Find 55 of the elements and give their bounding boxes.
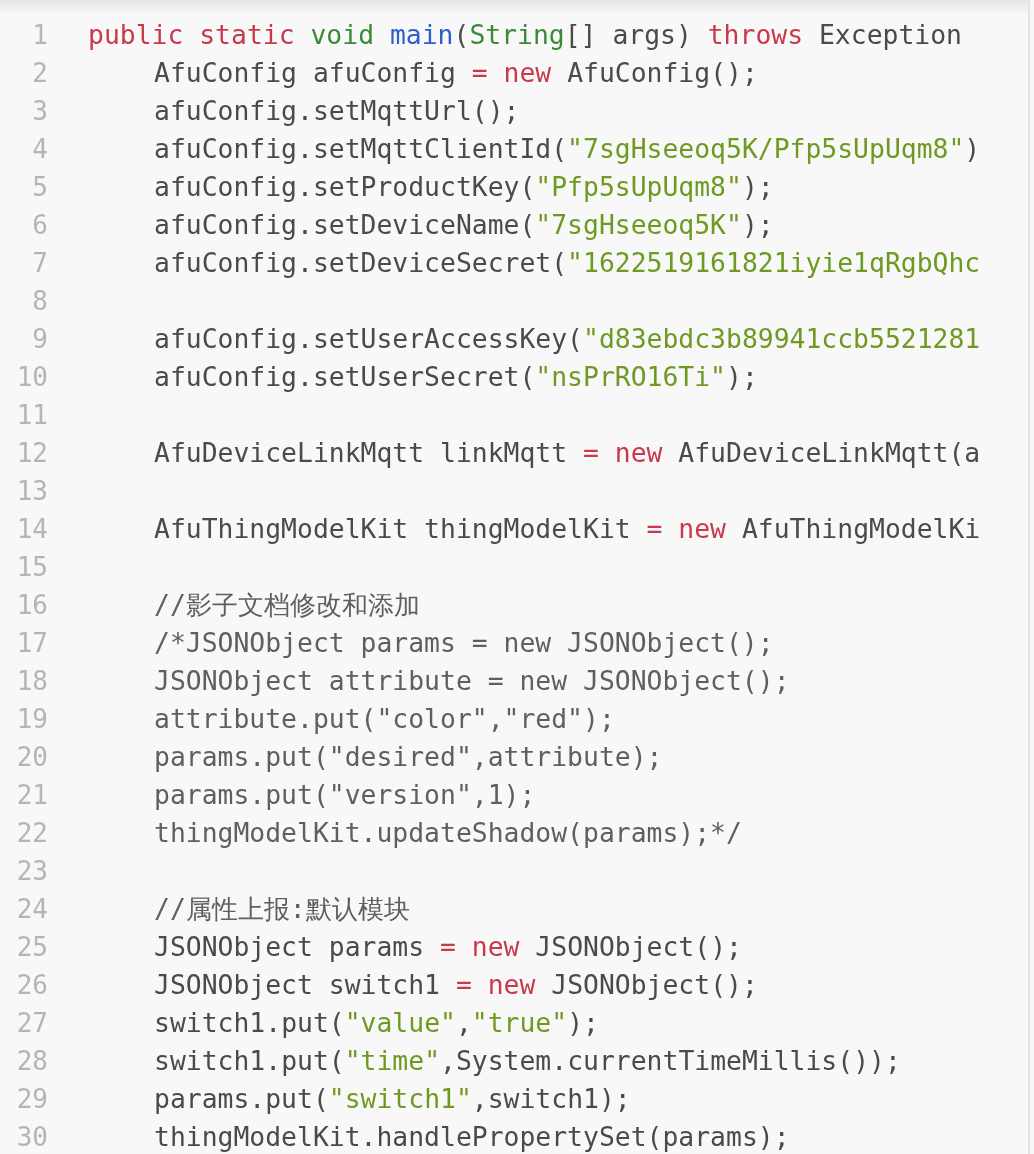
- code-line: thingModelKit.updateShadow(params);*/: [154, 816, 742, 850]
- code-line: afuConfig.setDeviceName("7sgHseeoq5K");: [154, 208, 774, 242]
- line-number: 14: [15, 513, 48, 546]
- line-number: 20: [15, 741, 48, 774]
- line-number: 8: [31, 285, 48, 318]
- line-number: 28: [15, 1045, 48, 1078]
- line-number: 1: [31, 19, 48, 52]
- line-number: 4: [31, 133, 48, 166]
- code-line: thingModelKit.handlePropertySet(params);: [154, 1120, 790, 1154]
- line-number: 3: [31, 95, 48, 128]
- line-number: 2: [31, 57, 48, 90]
- line-number: 16: [15, 589, 48, 622]
- code-line: afuConfig.setMqttClientId("7sgHseeoq5K/Pfp5sUpUqm8"): [154, 132, 981, 166]
- line-number: 15: [15, 551, 48, 584]
- code-line: AfuConfig afuConfig = new AfuConfig();: [154, 56, 758, 90]
- line-number: 6: [31, 209, 48, 242]
- line-number: 7: [31, 247, 48, 280]
- code-line: switch1.put("value","true");: [154, 1006, 599, 1040]
- code-line: afuConfig.setProductKey("Pfp5sUpUqm8");: [154, 170, 774, 204]
- line-number: 11: [15, 399, 48, 432]
- code-line: /*JSONObject params = new JSONObject();: [154, 626, 774, 660]
- code-line: afuConfig.setUserAccessKey("d83ebdc3b89941ccb5521281: [154, 322, 981, 356]
- line-number: 18: [15, 665, 48, 698]
- code-line: JSONObject switch1 = new JSONObject();: [154, 968, 758, 1002]
- code-line: public static void main(String[] args) throws Exception: [88, 18, 962, 52]
- code-line: //属性上报:默认模块: [154, 892, 410, 926]
- line-number: 12: [15, 437, 48, 470]
- line-number: 9: [31, 323, 48, 356]
- code-line: params.put("version",1);: [154, 778, 536, 812]
- code-line: attribute.put("color","red");: [154, 702, 615, 736]
- line-number: 30: [15, 1121, 48, 1154]
- code-line: afuConfig.setDeviceSecret("1622519161821iyie1qRgbQhc: [154, 246, 981, 280]
- code-line: afuConfig.setUserSecret("nsPrRO16Ti");: [154, 360, 758, 394]
- line-number: 19: [15, 703, 48, 736]
- line-number: 29: [15, 1083, 48, 1116]
- code-line: JSONObject params = new JSONObject();: [154, 930, 742, 964]
- line-number: 21: [15, 779, 48, 812]
- line-number: 23: [15, 855, 48, 888]
- line-number: 27: [15, 1007, 48, 1040]
- code-line: JSONObject attribute = new JSONObject();: [154, 664, 790, 698]
- line-number: 22: [15, 817, 48, 850]
- line-number: 26: [15, 969, 48, 1002]
- line-number: 13: [15, 475, 48, 508]
- code-line: switch1.put("time",System.currentTimeMillis());: [154, 1044, 901, 1078]
- code-line: params.put("desired",attribute);: [154, 740, 663, 774]
- line-number: 24: [15, 893, 48, 926]
- line-number: 10: [15, 361, 48, 394]
- code-line: AfuThingModelKit thingModelKit = new AfuThingModelKi: [154, 512, 981, 546]
- code-line: params.put("switch1",switch1);: [154, 1082, 631, 1116]
- code-line: AfuDeviceLinkMqtt linkMqtt = new AfuDeviceLinkMqtt(a: [154, 436, 981, 470]
- code-line: afuConfig.setMqttUrl();: [154, 94, 520, 128]
- line-number: 25: [15, 931, 48, 964]
- line-number: 17: [15, 627, 48, 660]
- code-line: //影子文档修改和添加: [154, 588, 420, 622]
- line-number: 5: [31, 171, 48, 204]
